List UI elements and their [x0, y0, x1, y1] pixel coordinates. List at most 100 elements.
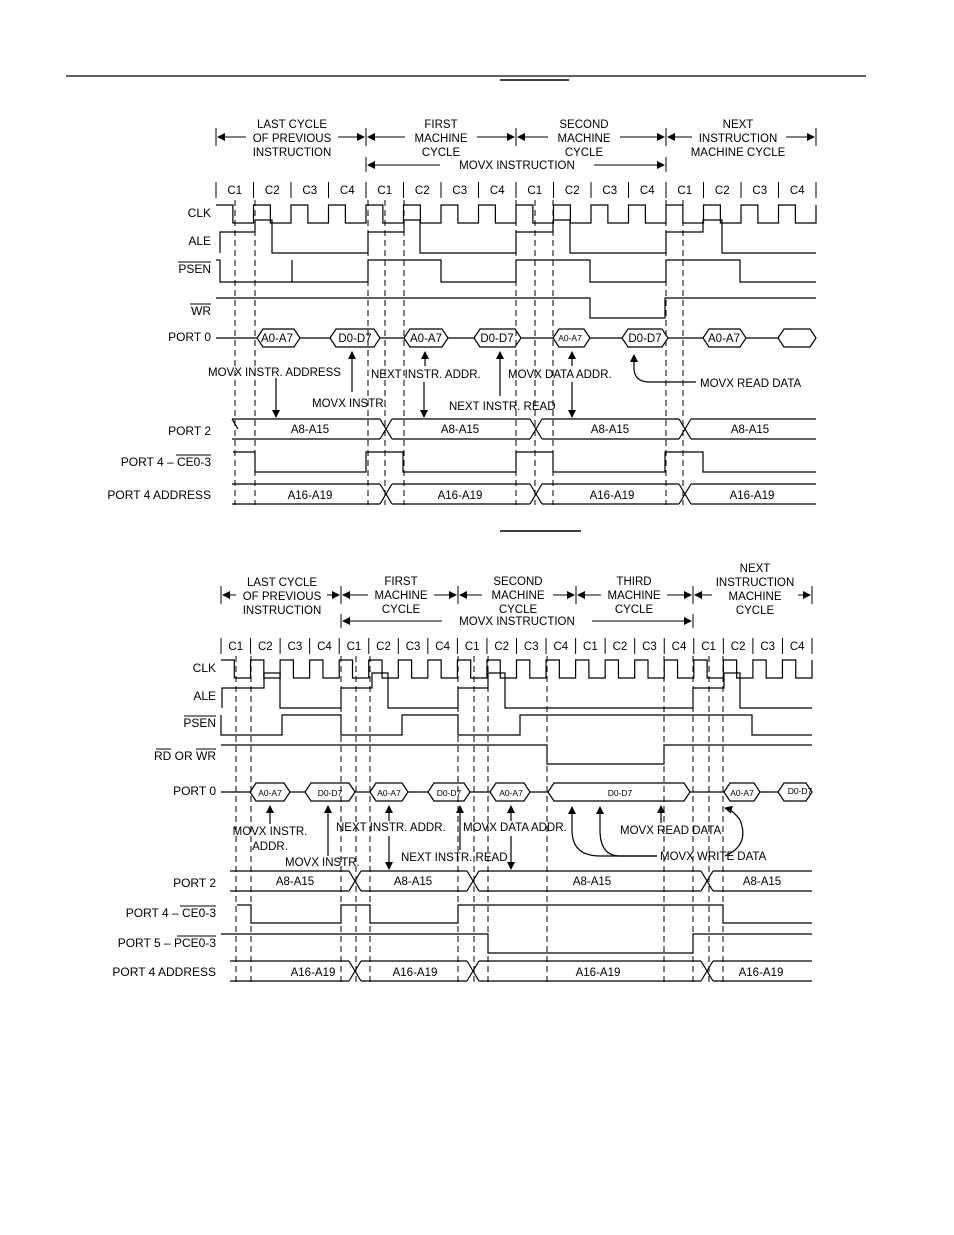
d1-signal-ale: ALE	[188, 234, 211, 248]
d1-clock-label-2: C3	[302, 185, 317, 197]
d2-signal-port2: PORT 2	[173, 876, 216, 890]
d1-header-3-line-1: INSTRUCTION	[699, 133, 778, 145]
d2-phase-headers: LAST CYCLE OF PREVIOUS INSTRUCTION FIRST…	[243, 563, 795, 617]
d1-header-1-line-0: FIRST	[424, 119, 457, 131]
d1-port2-value-0: A8-A15	[291, 424, 329, 436]
d2-clock-label-19: C4	[790, 641, 805, 653]
d1-signal-wr: WR	[191, 304, 211, 318]
d2-header-0-line-1: OF PREVIOUS	[243, 591, 322, 603]
d2-signal-port5-pce: PORT 5 – PCE0-3	[118, 936, 217, 950]
d1-annotation-arrows	[272, 351, 696, 418]
d2-port4-ce-wave	[237, 904, 812, 924]
d2-header-4-line-0: NEXT	[740, 563, 771, 575]
d1-clock-label-3: C4	[340, 185, 355, 197]
d1-clock-label-0: C1	[227, 185, 242, 197]
d1-port0-value-6: A0-A7	[708, 333, 740, 345]
d2-clock-label-17: C2	[731, 641, 746, 653]
d1-signal-psen: PSEN	[178, 262, 211, 276]
d2-header-1-line-0: FIRST	[384, 576, 417, 588]
d2-header-4-line-3: CYCLE	[736, 605, 775, 617]
d2-header-0-line-0: LAST CYCLE	[247, 577, 317, 589]
d2-header-3-line-1: MACHINE	[607, 590, 660, 602]
d1-annotation-movx-data-addr: MOVX DATA ADDR.	[508, 369, 612, 381]
d1-signal-port4-address: PORT 4 ADDRESS	[107, 488, 211, 502]
d2-port0-value-3: D0-D7	[437, 788, 462, 798]
d1-signal-clk: CLK	[188, 206, 211, 220]
d1-header-1-line-2: CYCLE	[422, 147, 461, 159]
d2-port2-value-1: A8-A15	[394, 876, 432, 888]
d1-port2-value-1: A8-A15	[441, 424, 479, 436]
d1-port0-value-3: D0-D7	[480, 333, 513, 345]
d1-annotations: MOVX INSTR. ADDRESS MOVX INSTR. NEXT INS…	[208, 367, 801, 413]
d2-clock-label-15: C4	[672, 641, 687, 653]
d1-port4-addr-bus-cross-b-0	[379, 483, 393, 505]
d2-header-4-line-1: INSTRUCTION	[716, 577, 795, 589]
d1-header-2-line-0: SECOND	[559, 119, 608, 131]
d2-clock-label-10: C3	[524, 641, 539, 653]
d2-signal-port4-ce: PORT 4 – CE0-3	[126, 906, 217, 920]
d2-clock-label-0: C1	[228, 641, 243, 653]
d1-signal-names: CLK ALE PSEN WR PORT 0 PORT 2 PORT 4 – C…	[107, 206, 211, 502]
d2-clock-label-7: C4	[435, 641, 450, 653]
d2-clock-label-4: C1	[347, 641, 362, 653]
d2-clock-label-2: C3	[288, 641, 303, 653]
d1-signal-port4-ce: PORT 4 – CE0-3	[121, 455, 212, 469]
d2-header-2-line-2: CYCLE	[499, 604, 538, 616]
d1-annotation-next-instr-read: NEXT INSTR. READ	[449, 401, 556, 413]
d1-waveforms	[216, 200, 817, 505]
d2-port2-values: A8-A15 A8-A15 A8-A15 A8-A15	[276, 876, 781, 888]
d2-annotation-movx-instr: MOVX INSTR.	[233, 826, 308, 838]
d1-port4-values: A16-A19 A16-A19 A16-A19 A16-A19	[288, 490, 775, 502]
d2-clock-label-14: C3	[642, 641, 657, 653]
d2-annotation-next-instr-addr: NEXT INSTR. ADDR.	[336, 822, 446, 834]
d2-annotation-movx-write-data: MOVX WRITE DATA	[660, 851, 767, 863]
d1-clock-label-5: C2	[415, 185, 430, 197]
d2-port0-value-4: A0-A7	[499, 788, 523, 798]
d2-annotation-next-instr-read: NEXT INSTR. READ	[401, 852, 508, 864]
d1-movx-instruction-label: MOVX INSTRUCTION	[459, 160, 575, 172]
d1-port0-bus-box-7	[777, 328, 817, 348]
d1-port4-value-3: A16-A19	[730, 490, 775, 502]
d2-port0-value-7: D0-D7	[788, 786, 813, 796]
d1-port0-value-0: A0-A7	[261, 333, 293, 345]
d2-signal-port4-address: PORT 4 ADDRESS	[112, 965, 216, 979]
d2-port5-pce-wave	[221, 933, 812, 954]
d1-annotation-movx-instr: MOVX INSTR.	[312, 398, 387, 410]
d1-port4-addr-bus-cross-b-1	[529, 483, 543, 505]
d1-port4-value-1: A16-A19	[438, 490, 483, 502]
d1-phase-brackets	[215, 128, 817, 172]
d1-port2-bus-cross-b-1	[529, 418, 543, 440]
d1-port4-ce-wave	[233, 451, 816, 473]
d1-header-3-line-0: NEXT	[723, 119, 754, 131]
d2-signal-clk: CLK	[193, 661, 216, 675]
d2-port4-addr-bus-cross-b-0	[348, 960, 362, 982]
d2-annotation-addr: ADDR.	[252, 841, 288, 853]
d2-port0-value-6: A0-A7	[730, 788, 754, 798]
d2-header-3-line-0: THIRD	[616, 576, 651, 588]
d1-signal-port2: PORT 2	[168, 424, 211, 438]
d1-clock-label-1: C2	[265, 185, 280, 197]
d2-clock-label-6: C3	[406, 641, 421, 653]
d2-port4-value-3: A16-A19	[739, 967, 784, 979]
d2-clock-label-13: C2	[613, 641, 628, 653]
d2-header-4-line-2: MACHINE	[728, 591, 781, 603]
d2-signal-rd-or-wr: RD OR WR	[154, 749, 216, 763]
d2-clock-label-8: C1	[465, 641, 480, 653]
d2-annotation-arrows	[266, 805, 744, 870]
d1-port0-value-1: D0-D7	[338, 333, 371, 345]
d1-port4-value-2: A16-A19	[590, 490, 635, 502]
d1-clock-label-8: C1	[527, 185, 542, 197]
d2-port4-addr-bus-cross-b-2	[700, 960, 714, 982]
d1-header-3-line-2: MACHINE CYCLE	[691, 147, 786, 159]
d2-header-0-line-2: INSTRUCTION	[243, 605, 322, 617]
d2-clock-label-1: C2	[258, 641, 273, 653]
d1-port0-value-2: A0-A7	[410, 333, 442, 345]
d1-header-1-line-1: MACHINE	[414, 133, 467, 145]
d2-signal-psen: PSEN	[183, 716, 216, 730]
d2-annotation-movx-data-addr: MOVX DATA ADDR.	[463, 822, 567, 834]
d1-clock-label-6: C3	[452, 185, 467, 197]
d1-clock-label-10: C3	[602, 185, 617, 197]
d2-signal-port0: PORT 0	[173, 784, 216, 798]
d2-header-1-line-1: MACHINE	[374, 590, 427, 602]
